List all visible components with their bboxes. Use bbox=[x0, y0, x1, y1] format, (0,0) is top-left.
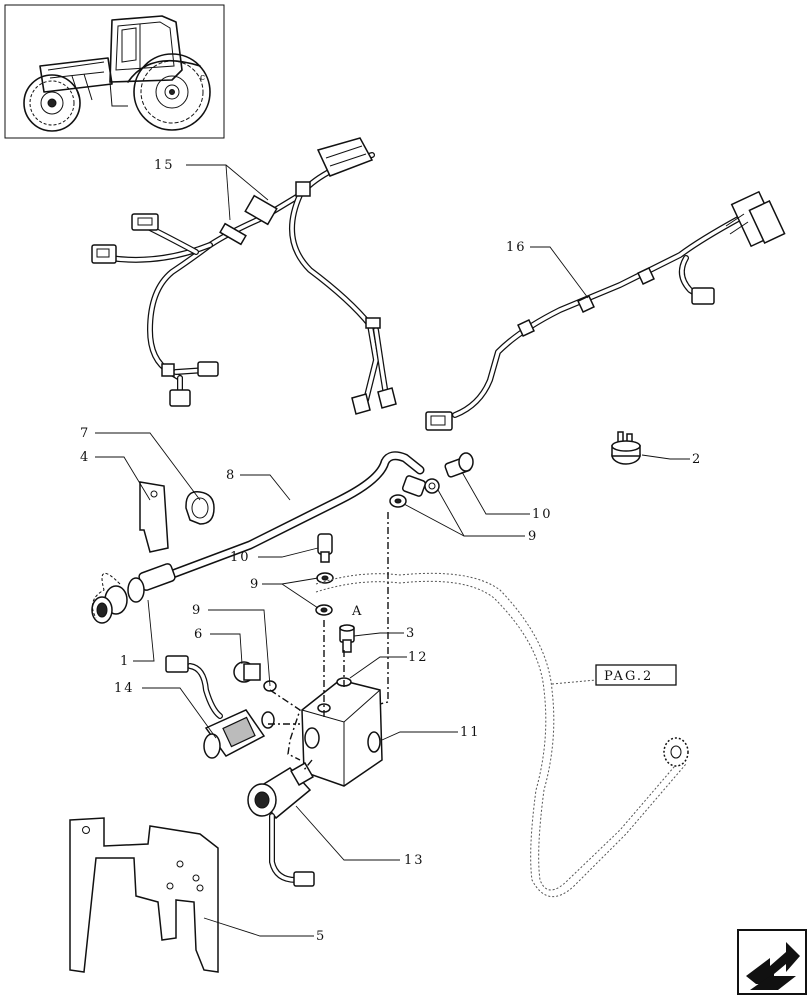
hose-to-page-2 bbox=[315, 572, 689, 897]
callout-5: 5 bbox=[316, 929, 326, 944]
bracket-5 bbox=[69, 817, 219, 973]
bolt-10-lower bbox=[315, 533, 334, 616]
callout-9-upper: 9 bbox=[528, 529, 538, 544]
hydraulic-pipe-8 bbox=[91, 451, 427, 624]
fittings-9-10-upper bbox=[389, 452, 474, 508]
callout-10-lower: 10 bbox=[230, 550, 251, 565]
alignment-lines bbox=[268, 512, 389, 771]
callout-8: 8 bbox=[226, 468, 236, 483]
leader-lines bbox=[95, 164, 690, 937]
callout-1: 1 bbox=[120, 654, 130, 669]
callout-15: 15 bbox=[154, 158, 175, 173]
callout-10-upper: 10 bbox=[532, 507, 553, 522]
svg-text:c: c bbox=[200, 73, 205, 83]
callout-9-lower: 9 bbox=[192, 603, 202, 618]
pressure-switch-3 bbox=[336, 624, 355, 687]
callout-labels: 15 16 2 7 4 8 10 9 10 9 A 9 3 6 12 1 14 … bbox=[80, 158, 702, 944]
next-page-arrow-icon[interactable] bbox=[737, 929, 807, 995]
bracket-4 bbox=[139, 481, 169, 553]
pressure-switch-2 bbox=[611, 431, 641, 465]
wiring-harness-15 bbox=[91, 137, 397, 415]
callout-4: 4 bbox=[80, 450, 90, 465]
wiring-harness-16 bbox=[425, 190, 786, 431]
callout-6: 6 bbox=[194, 627, 204, 642]
callout-3: 3 bbox=[406, 626, 416, 641]
callout-12: 12 bbox=[408, 650, 429, 665]
callout-A: A bbox=[351, 604, 363, 619]
clamp-7 bbox=[185, 491, 215, 525]
solenoid-13 bbox=[247, 762, 315, 887]
solenoid-14 bbox=[165, 655, 275, 759]
page-reference-box[interactable]: PAG.2 bbox=[551, 664, 677, 686]
callout-2: 2 bbox=[692, 452, 702, 467]
callout-9-middle: 9 bbox=[250, 577, 260, 592]
callout-11: 11 bbox=[460, 725, 481, 740]
callout-7: 7 bbox=[80, 426, 90, 441]
callout-16: 16 bbox=[506, 240, 527, 255]
callout-13: 13 bbox=[404, 853, 425, 868]
page-reference-label: PAG.2 bbox=[604, 669, 653, 684]
callout-14: 14 bbox=[114, 681, 135, 696]
tractor-thumbnail-icon[interactable]: c bbox=[4, 4, 225, 139]
valve-block-11 bbox=[301, 679, 383, 787]
